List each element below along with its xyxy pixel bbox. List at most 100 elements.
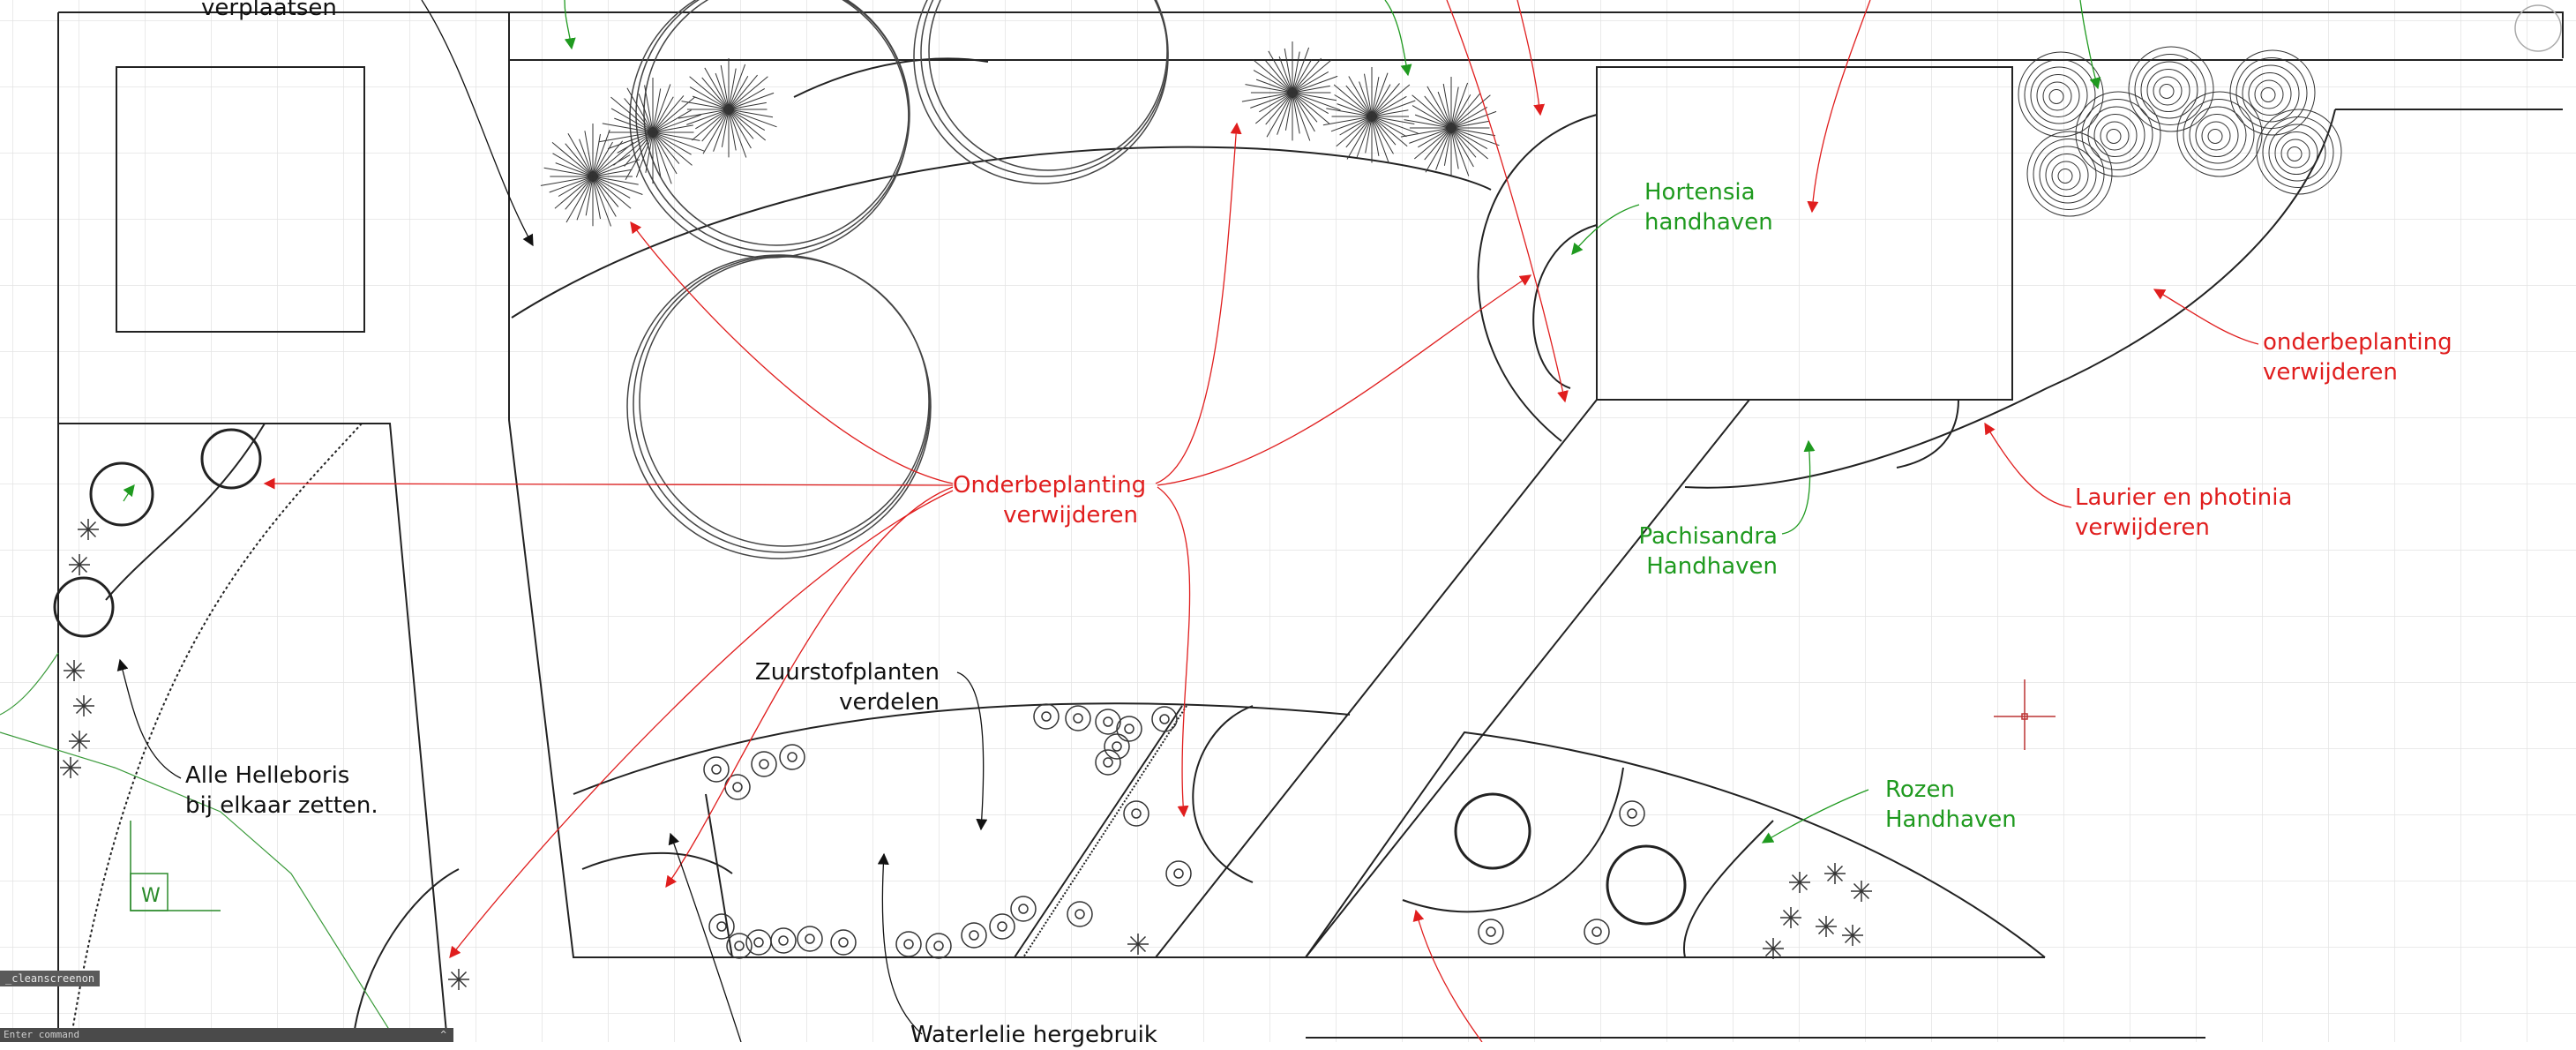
label-zuurstofplanten-line2: verdelen [839, 689, 940, 716]
label-onderbeplanting-right: onderbeplanting verwijderen [2263, 327, 2452, 387]
leader-red-5 [1157, 486, 1191, 818]
spiky-plant [678, 58, 777, 158]
small-plant [1165, 860, 1192, 887]
command-prompt[interactable]: Enter command [4, 1029, 80, 1040]
label-rozen-line2: Handhaven [1885, 806, 2017, 833]
small-plant [1151, 706, 1178, 732]
small-plant [797, 926, 823, 952]
leafy-plant [69, 731, 90, 752]
clean-screen-button[interactable]: _cleanscreenon [0, 971, 101, 986]
small-plant [770, 927, 797, 954]
small-plant [726, 933, 753, 959]
label-zuurstofplanten-line1: Zuurstofplanten [754, 659, 940, 686]
spiky-plant [598, 78, 705, 184]
leafy-plant [1763, 938, 1784, 959]
spiky-plant [1241, 41, 1341, 141]
small-plant [1116, 716, 1142, 742]
small-plant [1067, 901, 1093, 927]
rose-circle-2 [1606, 844, 1687, 926]
lawn-arc-inner [1532, 224, 1598, 389]
label-rozen-line1: Rozen [1885, 776, 1955, 803]
leafy-plant [1780, 907, 1801, 928]
small-plant [703, 756, 730, 783]
spiky-plant [1400, 77, 1500, 176]
small-plant [779, 744, 805, 770]
command-history-toggle-icon[interactable]: ^ [440, 1029, 446, 1040]
leafy-plant [448, 969, 469, 990]
leafy-plant [1851, 881, 1872, 902]
label-zuurstofplanten: Zuurstofplanten verdelen [750, 657, 940, 717]
leader-black-3 [116, 658, 182, 779]
label-helleboris: Alle Helleboris bij elkaar zetten. [185, 761, 378, 821]
bed-arc-right [1896, 399, 1959, 469]
building [1596, 66, 2013, 401]
tree-crown-1 [635, 0, 910, 252]
label-laurier-line1: Laurier en photinia [2075, 484, 2293, 511]
small-plants [60, 519, 1872, 990]
spiral-shrubs [2018, 46, 2342, 217]
label-waterlelie: Waterlelie hergebruik [910, 1022, 1157, 1048]
leafy-plant [60, 757, 81, 778]
leader-black-1 [421, 0, 534, 247]
spiral-shrub [2075, 91, 2161, 177]
leader-green-5 [1781, 439, 1816, 535]
small-plant [1095, 709, 1121, 735]
ucs-label: W [141, 885, 161, 907]
leafy-plant [1816, 916, 1837, 937]
label-rozen: Rozen Handhaven [1885, 775, 2017, 835]
crosshair [1994, 679, 2056, 750]
spiral-shrub [2176, 91, 2263, 177]
leader-red-10 [1807, 0, 1871, 214]
small-plant [1619, 800, 1645, 827]
leafy-plant [1824, 863, 1846, 884]
pond-bed [573, 702, 1351, 795]
label-laurier-line2: verwijderen [2075, 514, 2210, 541]
leafy-plant [73, 695, 94, 716]
label-pachisandra: Pachisandra Handhaven [1632, 521, 1778, 581]
small-plant [1104, 733, 1130, 760]
diagonal-path-2 [1305, 399, 1750, 958]
left-bed-arc [105, 423, 266, 601]
leafy-plant [78, 519, 99, 540]
leader-red-9 [1516, 0, 1546, 116]
leader-green-1 [564, 0, 576, 50]
leader-red-1 [263, 477, 954, 490]
command-line[interactable]: Enter command ^ [0, 1028, 453, 1042]
small-plant [1095, 749, 1121, 776]
pond-inner-2 [705, 793, 733, 958]
small-plant [1123, 800, 1149, 827]
spiky-plants [540, 41, 1500, 227]
left-bottom-arc [352, 868, 460, 1043]
label-hortensia: Hortensia handhaven [1644, 177, 1773, 237]
label-pachisandra-line1: Pachisandra [1638, 523, 1778, 550]
leafy-plant [1127, 934, 1149, 955]
small-plant [961, 922, 987, 949]
label-onderbeplanting-line2: verwijderen [1003, 502, 1138, 529]
rose-circle-1 [1454, 792, 1531, 870]
leader-red-8 [1446, 0, 1569, 403]
spiral-shrub [2256, 109, 2342, 195]
leader-green-6 [1761, 789, 1869, 844]
diagonal-path-1 [1155, 399, 1598, 958]
leader-green-4 [1571, 204, 1640, 256]
small-plant [1065, 705, 1091, 731]
small-plant [1033, 703, 1060, 730]
small-plant [1584, 919, 1610, 945]
pond-left-arc [581, 851, 733, 874]
small-plant [925, 933, 952, 959]
leader-red-13 [1412, 909, 1483, 1043]
label-verplaatsen: verplaatsen [201, 0, 337, 21]
left-bed-curve [70, 423, 363, 1043]
leader-red-3 [1155, 122, 1242, 484]
label-hortensia-line1: Hortensia [1644, 179, 1756, 206]
label-helleboris-line2: bij elkaar zetten. [185, 792, 378, 819]
leader-red-11 [2153, 289, 2259, 345]
spiral-shrub [2128, 46, 2214, 132]
leader-green-3 [2079, 0, 2101, 90]
rose-bed-arc-2 [1682, 820, 1774, 958]
leafy-plant [69, 554, 90, 575]
spiky-plant [540, 124, 643, 227]
